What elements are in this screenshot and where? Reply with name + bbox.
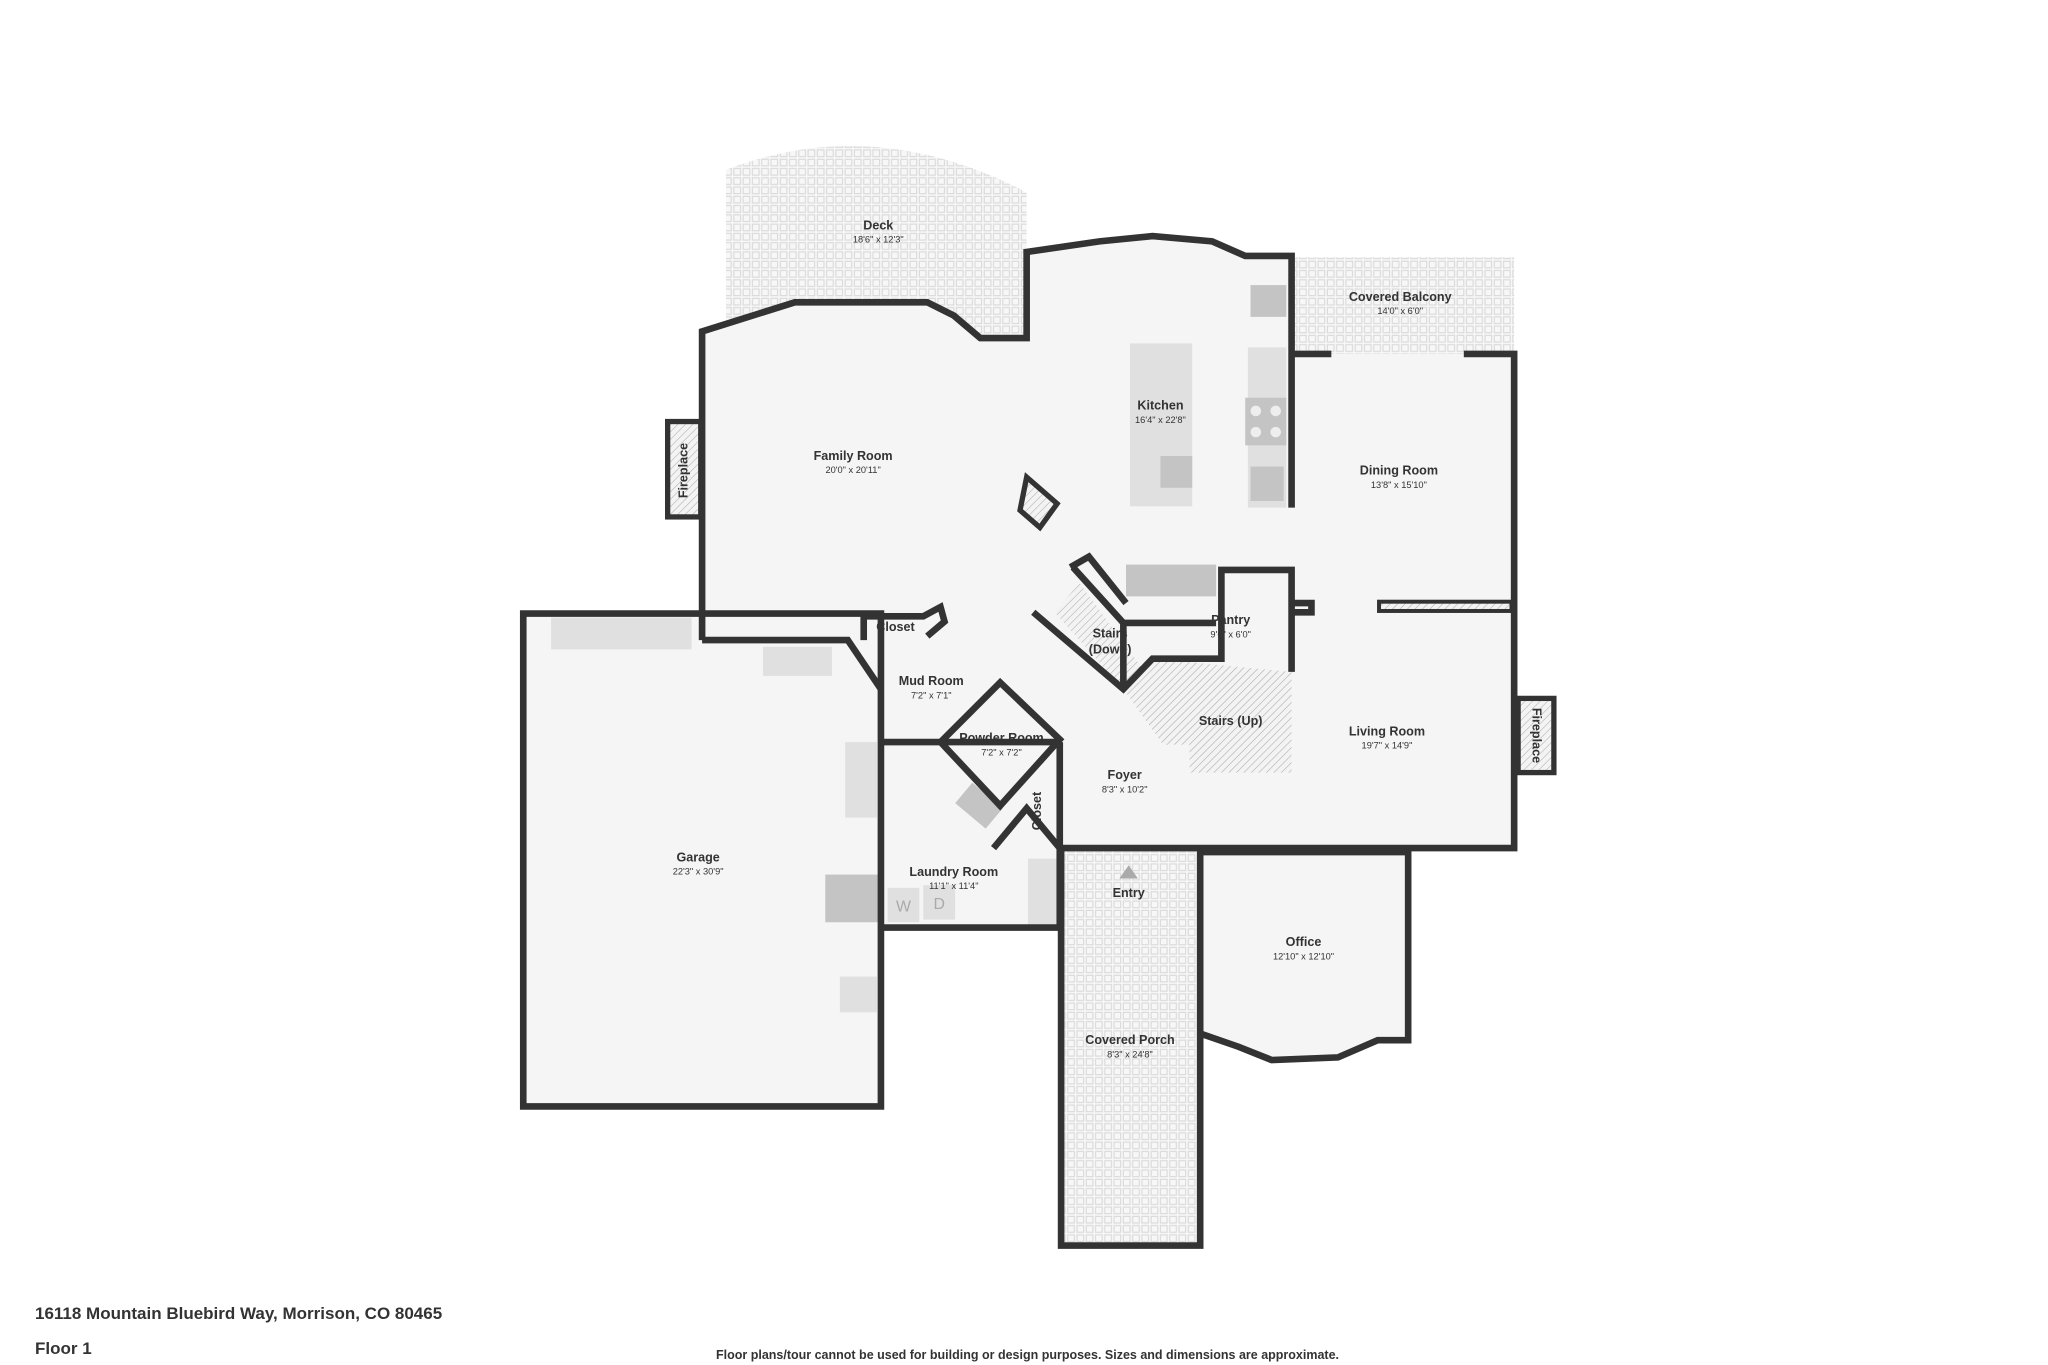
washer-label: W bbox=[896, 899, 911, 916]
washer-icon bbox=[887, 887, 920, 923]
covered-balcony-dims: 14'0" x 6'0" bbox=[1377, 306, 1423, 316]
family-room-dims: 20'0" x 20'11" bbox=[825, 465, 880, 475]
office-dims: 12'10" x 12'10" bbox=[1273, 951, 1334, 961]
stairs-down-area bbox=[1054, 583, 1153, 690]
dining-room-dims: 13'8" x 15'10" bbox=[1371, 480, 1427, 490]
stove-icon bbox=[1245, 397, 1287, 446]
room-labels: Deck 18'6" x 12'3" Covered Balcony 14'0"… bbox=[673, 218, 1544, 1059]
laundry-room-name: Laundry Room bbox=[909, 865, 998, 879]
living-room-name: Living Room bbox=[1349, 724, 1425, 738]
covered-balcony-area bbox=[1294, 257, 1515, 354]
garage-name: Garage bbox=[676, 850, 719, 864]
dining-room-name: Dining Room bbox=[1360, 464, 1438, 478]
dryer-label: D bbox=[933, 896, 944, 913]
family-room-name: Family Room bbox=[814, 449, 893, 463]
laundry-room-dims: 11'1" x 11'4" bbox=[929, 881, 978, 891]
fireplace-right bbox=[1515, 695, 1557, 776]
garage-bench bbox=[825, 874, 879, 923]
closet-name: Closet bbox=[876, 620, 915, 634]
hall-partition bbox=[1377, 599, 1514, 613]
garage-shelf-4 bbox=[839, 976, 877, 1013]
garage-shelf-3 bbox=[845, 742, 877, 818]
stairs-down-name-2: (Down) bbox=[1089, 642, 1132, 656]
covered-balcony-name: Covered Balcony bbox=[1349, 290, 1452, 304]
main-floor bbox=[702, 236, 1515, 849]
fireplace-right-label: Fireplace bbox=[1530, 708, 1544, 763]
porch-area bbox=[1061, 850, 1201, 1246]
entry-name: Entry bbox=[1113, 886, 1145, 900]
covered-porch-name: Covered Porch bbox=[1085, 1033, 1174, 1047]
living-room-dims: 19'7" x 14'9" bbox=[1362, 741, 1413, 751]
mud-room-name: Mud Room bbox=[899, 674, 964, 688]
powder-vanity bbox=[955, 782, 1003, 829]
pantry-name: Pantry bbox=[1211, 613, 1250, 627]
covered-porch-dims: 8'3" x 24'8" bbox=[1107, 1049, 1153, 1059]
refrigerator bbox=[1250, 285, 1287, 317]
garage-area bbox=[523, 613, 881, 1107]
burners bbox=[1250, 405, 1281, 438]
pantry-counter bbox=[1126, 564, 1217, 597]
entry-arrow-icon bbox=[1119, 865, 1138, 879]
powder-room-dims: 7'2" x 7'2" bbox=[981, 747, 1022, 757]
closet-2-name: Closet bbox=[1030, 791, 1044, 830]
stairs-up-area bbox=[1123, 658, 1292, 773]
garage-shelf-1 bbox=[551, 617, 692, 650]
dryer-icon bbox=[923, 885, 956, 920]
property-address: 16118 Mountain Bluebird Way, Morrison, C… bbox=[35, 1304, 443, 1323]
disclaimer: Floor plans/tour cannot be used for buil… bbox=[716, 1348, 1340, 1362]
laundry-sink bbox=[1027, 858, 1058, 925]
walls bbox=[519, 232, 1518, 1249]
kitchen-dims: 16'4" x 22'8" bbox=[1135, 415, 1186, 425]
office-area bbox=[1200, 852, 1409, 1061]
sink-icon bbox=[1160, 455, 1193, 488]
garage-dims: 22'3" x 30'9" bbox=[673, 867, 724, 877]
foyer-name: Foyer bbox=[1108, 768, 1142, 782]
floor-label: Floor 1 bbox=[35, 1339, 92, 1358]
powder-room-name: Powder Room bbox=[959, 731, 1044, 745]
fireplace-left-label: Fireplace bbox=[677, 443, 691, 498]
oven bbox=[1250, 466, 1284, 502]
deck-area bbox=[725, 146, 1027, 339]
deck-dims: 18'6" x 12'3" bbox=[853, 235, 904, 245]
stairs-down-name: Stairs bbox=[1093, 626, 1128, 640]
garage-shelf-2 bbox=[763, 646, 832, 676]
kitchen-name: Kitchen bbox=[1137, 399, 1183, 413]
column bbox=[1017, 472, 1061, 532]
stairs-up-name: Stairs (Up) bbox=[1199, 714, 1263, 728]
mud-room-dims: 7'2" x 7'1" bbox=[911, 690, 952, 700]
deck-name: Deck bbox=[863, 218, 893, 232]
office-name: Office bbox=[1286, 935, 1322, 949]
foyer-dims: 8'3" x 10'2" bbox=[1102, 784, 1148, 794]
pantry-dims: 9'6" x 6'0" bbox=[1210, 629, 1251, 639]
